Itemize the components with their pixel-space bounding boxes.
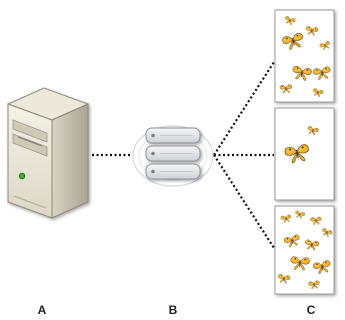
label-b: B [169,303,178,317]
desktop-tower-computer-icon [8,88,88,218]
butterfly-document-icon [275,10,334,102]
label-a: A [38,303,47,317]
connector-b-to-c-top [214,62,274,155]
stacked-server-icon [133,126,213,186]
connector-b-to-c-bottom [214,155,274,248]
label-c: C [307,303,316,317]
butterfly-document-icon [275,108,334,200]
butterfly-document-icon [275,206,334,294]
